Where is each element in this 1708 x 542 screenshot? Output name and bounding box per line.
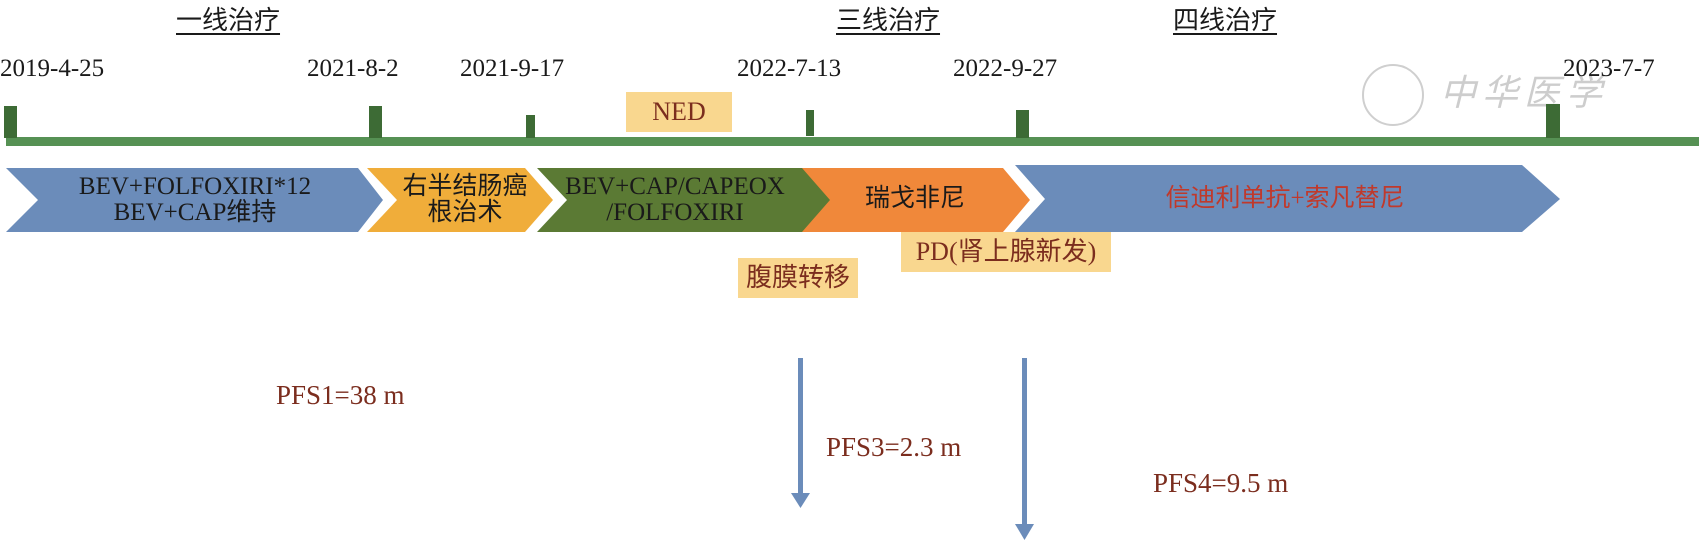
timeline-axis [6, 137, 1699, 146]
timeline-tick [806, 110, 814, 136]
timeline-tick [526, 115, 535, 138]
watermark-seal-icon [1362, 64, 1424, 126]
third-line-title: 三线治疗 [836, 6, 941, 35]
phase-label-line: BEV+FOLFOXIRI*12 [78, 173, 312, 200]
peritoneal-metastasis-note: 腹膜转移 [738, 258, 858, 298]
date-label: 2022-9-27 [953, 55, 1058, 82]
date-label: 2023-7-7 [1563, 55, 1655, 82]
phase-label-2: 右半结肠癌 根治术 [390, 174, 540, 226]
phase-label-5: 信迪利单抗+索凡替尼 [1165, 185, 1405, 212]
timeline-tick [1546, 104, 1560, 138]
date-label: 2021-8-2 [307, 55, 399, 82]
phase-label-4: 瑞戈非尼 [864, 185, 965, 212]
date-label: 2021-9-17 [460, 55, 565, 82]
pd-adrenal-note: PD(肾上腺新发) [901, 232, 1111, 272]
phase-label-3: BEV+CAP/CAPEOX /FOLFOXIRI [545, 174, 805, 226]
phase-chevron-2 [367, 168, 553, 232]
watermark-text: 中华医学 [1440, 73, 1609, 113]
timeline-tick [369, 106, 382, 138]
phase-chevron-3 [537, 168, 833, 232]
phase-label-line: 右半结肠癌 [402, 173, 528, 200]
ned-note: NED [626, 92, 732, 132]
phase-chevron-1 [6, 168, 383, 232]
pfs3-label: PFS3=2.3 m [826, 432, 962, 462]
down-arrow-icon [1015, 358, 1034, 540]
date-label: 2019-4-25 [0, 55, 105, 82]
down-arrow-icon [791, 358, 810, 508]
timeline-tick [1016, 110, 1029, 138]
phase-label-line: BEV+CAP/CAPEOX [565, 173, 785, 200]
phase-label-line: 根治术 [427, 199, 503, 226]
date-label: 2022-7-13 [737, 55, 842, 82]
phase-label-line: BEV+CAP维持 [113, 199, 277, 226]
phase-label-1: BEV+FOLFOXIRI*12 BEV+CAP维持 [45, 174, 345, 226]
phase-chevron-4 [802, 168, 1030, 232]
pfs1-label: PFS1=38 m [276, 380, 405, 410]
phase-chevron-5 [1015, 165, 1560, 232]
timeline-tick [4, 106, 17, 138]
first-line-title: 一线治疗 [176, 6, 281, 35]
pfs4-label: PFS4=9.5 m [1153, 468, 1289, 498]
phase-label-line: /FOLFOXIRI [606, 199, 744, 226]
fourth-line-title: 四线治疗 [1173, 6, 1278, 35]
